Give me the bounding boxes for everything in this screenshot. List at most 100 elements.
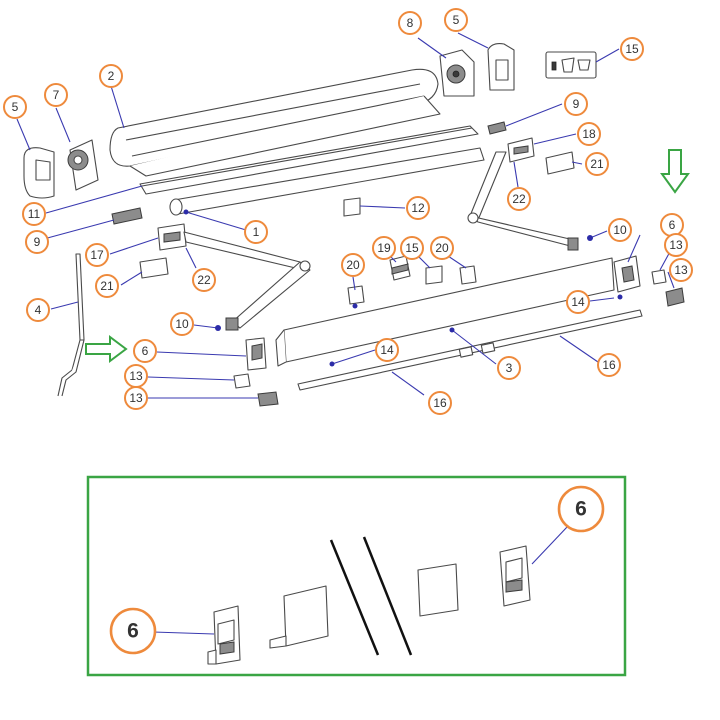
detail-bar-segment-left bbox=[269, 585, 329, 649]
callout-22-right: 22 bbox=[507, 187, 531, 211]
svg-text:6: 6 bbox=[127, 620, 139, 643]
part-screw-right bbox=[487, 121, 507, 135]
svg-text:8: 8 bbox=[407, 16, 414, 30]
callout-19: 19 bbox=[372, 236, 396, 260]
svg-text:6: 6 bbox=[142, 344, 149, 358]
detail-leader-left bbox=[152, 631, 215, 635]
svg-text:18: 18 bbox=[582, 127, 596, 141]
detail-bar-segment-right bbox=[417, 563, 459, 617]
svg-text:14: 14 bbox=[571, 295, 585, 309]
svg-text:11: 11 bbox=[28, 207, 41, 221]
detail-end-cap-right bbox=[499, 545, 531, 607]
part-small-plate bbox=[343, 197, 361, 217]
callout-8: 8 bbox=[398, 11, 422, 35]
part-plug-right bbox=[545, 151, 575, 175]
leader-lines bbox=[16, 32, 675, 399]
callout-3: 3 bbox=[497, 356, 521, 380]
svg-text:15: 15 bbox=[405, 241, 419, 255]
callout-22-left: 22 bbox=[192, 268, 216, 292]
callout-20-left: 20 bbox=[341, 253, 365, 277]
svg-text:5: 5 bbox=[453, 13, 460, 27]
part-cover-cap-right bbox=[487, 43, 515, 91]
part-cassette-housing bbox=[109, 68, 479, 195]
callout-17: 17 bbox=[85, 243, 109, 267]
svg-text:13: 13 bbox=[129, 369, 143, 383]
svg-text:3: 3 bbox=[506, 361, 513, 375]
part-end-cap-6-lower bbox=[245, 337, 267, 371]
part-screw-left bbox=[111, 207, 143, 225]
svg-text:4: 4 bbox=[35, 303, 42, 317]
callout-1: 1 bbox=[244, 220, 268, 244]
svg-text:13: 13 bbox=[669, 238, 683, 252]
callout-14-right: 14 bbox=[566, 290, 590, 314]
svg-text:12: 12 bbox=[411, 201, 425, 215]
callout-14-left: 14 bbox=[375, 338, 399, 362]
svg-text:16: 16 bbox=[602, 358, 616, 372]
callout-2: 2 bbox=[99, 64, 123, 88]
svg-text:20: 20 bbox=[346, 258, 360, 272]
svg-text:20: 20 bbox=[435, 241, 449, 255]
svg-text:5: 5 bbox=[12, 100, 19, 114]
svg-text:13: 13 bbox=[129, 391, 143, 405]
svg-text:1: 1 bbox=[253, 225, 260, 239]
callout-10-right: 10 bbox=[608, 218, 632, 242]
part-caps-13-right bbox=[651, 269, 685, 307]
svg-text:16: 16 bbox=[433, 396, 447, 410]
part-lower-bar bbox=[297, 309, 643, 391]
part-gear-head-right bbox=[439, 49, 475, 97]
detail-leader-right bbox=[531, 525, 569, 565]
svg-text:13: 13 bbox=[674, 263, 688, 277]
svg-text:2: 2 bbox=[108, 69, 115, 83]
part-folding-arm-left bbox=[183, 231, 311, 331]
part-end-cap-6-upper bbox=[613, 255, 641, 293]
part-fabric-strip bbox=[141, 127, 473, 187]
svg-text:9: 9 bbox=[573, 97, 580, 111]
callout-11: 11 bbox=[22, 202, 46, 226]
part-folding-arm-right bbox=[467, 151, 579, 251]
part-arm-bracket-right bbox=[507, 137, 535, 163]
part-fittings-center bbox=[347, 255, 477, 305]
callout-5-left: 5 bbox=[3, 95, 27, 119]
callout-6-lower: 6 bbox=[133, 339, 157, 363]
callout-15-center: 15 bbox=[400, 236, 424, 260]
detail-inset-frame bbox=[86, 475, 627, 677]
callout-4: 4 bbox=[26, 298, 50, 322]
svg-text:22: 22 bbox=[512, 192, 526, 206]
callout-18: 18 bbox=[577, 122, 601, 146]
part-roller-tube bbox=[169, 147, 485, 216]
svg-text:10: 10 bbox=[613, 223, 627, 237]
svg-text:9: 9 bbox=[34, 235, 41, 249]
part-plug-left bbox=[139, 257, 169, 279]
callout-16-left: 16 bbox=[428, 391, 452, 415]
callout-6-upper: 6 bbox=[660, 213, 684, 237]
callout-13-left-upper: 13 bbox=[124, 364, 148, 388]
callout-9-left: 9 bbox=[25, 230, 49, 254]
svg-text:21: 21 bbox=[100, 279, 114, 293]
callout-15-top: 15 bbox=[620, 37, 644, 61]
callout-9-right: 9 bbox=[564, 92, 588, 116]
svg-text:17: 17 bbox=[90, 248, 104, 262]
part-clip-set bbox=[545, 51, 597, 79]
svg-text:6: 6 bbox=[669, 218, 676, 232]
arrow-right-icon bbox=[85, 335, 128, 363]
part-caps-13-left bbox=[233, 373, 279, 407]
part-arm-bracket-left bbox=[157, 223, 187, 251]
callout-16-right: 16 bbox=[597, 353, 621, 377]
callout-5-right: 5 bbox=[444, 8, 468, 32]
part-front-bar bbox=[275, 257, 615, 367]
svg-text:6: 6 bbox=[575, 498, 587, 521]
detail-break-lines bbox=[329, 536, 413, 656]
part-end-cap-left bbox=[67, 139, 99, 191]
svg-text:21: 21 bbox=[590, 157, 604, 171]
detail-callout-6-right: 6 bbox=[557, 485, 605, 533]
svg-text:10: 10 bbox=[175, 317, 189, 331]
arrow-down-icon bbox=[660, 149, 690, 194]
svg-text:14: 14 bbox=[380, 343, 394, 357]
callout-10-left: 10 bbox=[170, 312, 194, 336]
callout-7: 7 bbox=[44, 83, 68, 107]
detail-callout-6-left: 6 bbox=[109, 607, 157, 655]
svg-text:19: 19 bbox=[377, 241, 391, 255]
callout-12: 12 bbox=[406, 196, 430, 220]
callout-13-right-lower: 13 bbox=[669, 258, 693, 282]
